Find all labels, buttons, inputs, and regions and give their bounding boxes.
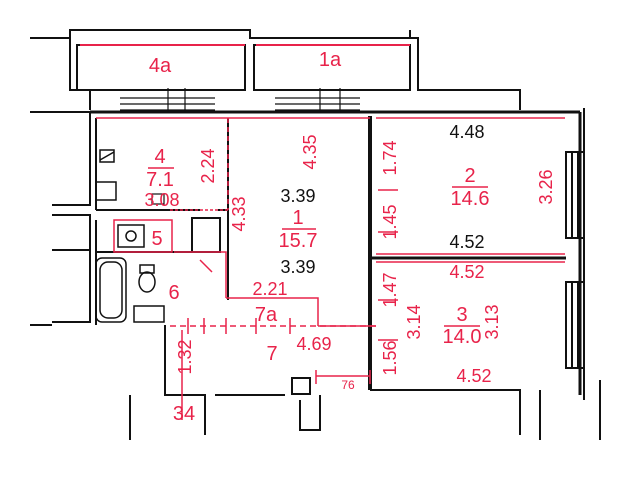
- dim-room2-height-upper: 1.74: [380, 140, 400, 175]
- dim-door-width: 76: [341, 378, 355, 392]
- room-number-3: 3: [456, 304, 467, 326]
- dim-room2-width-top: 4.48: [449, 122, 484, 142]
- dim-room4-height: 2.24: [198, 148, 218, 183]
- dimension-lines: [80, 44, 565, 420]
- dim-room2-height-right: 3.26: [536, 169, 556, 204]
- dim-room1-height-left: 4.33: [229, 196, 249, 231]
- room-area-2: 14.6: [451, 188, 490, 210]
- bathtub: [95, 257, 127, 323]
- dim-room3-width-top: 4.52: [449, 262, 484, 282]
- toilet: [138, 264, 156, 293]
- dim-room7-width: 4.69: [296, 334, 331, 354]
- dim-room4-width: 3.08: [144, 190, 179, 210]
- room-number-6: 6: [168, 282, 179, 304]
- stove: [95, 149, 117, 201]
- room-area-1: 15.7: [279, 230, 318, 252]
- dim-room1-width-bottom: 3.39: [280, 257, 315, 277]
- dim-room1-width-top: 3.39: [280, 186, 315, 206]
- washbasin: [117, 224, 145, 248]
- room-number-7a: 7a: [255, 304, 278, 326]
- room-number-5: 5: [151, 228, 162, 250]
- dim-room7-height: 1.32: [175, 339, 195, 374]
- sink: [133, 305, 165, 323]
- room-number-4: 4: [154, 146, 165, 168]
- room-number-7: 7: [266, 343, 277, 365]
- room-area-3: 14.0: [443, 326, 482, 348]
- dim-room2-width-bottom: 4.52: [449, 232, 484, 252]
- dim-room3-width-bottom: 4.52: [456, 366, 491, 386]
- dim-room3-height-left: 3.14: [404, 304, 424, 339]
- room-number-34: 34: [173, 403, 195, 425]
- dim-room3-height-right: 3.13: [482, 304, 502, 339]
- room-area-4: 7.1: [146, 169, 174, 191]
- dim-room1-height-top: 4.35: [300, 134, 320, 169]
- room-number-1a: 1a: [319, 49, 342, 71]
- stair-hatch-right: [275, 88, 360, 112]
- room-number-2: 2: [464, 165, 475, 187]
- dim-room7a-width: 2.21: [252, 279, 287, 299]
- room-number-1: 1: [292, 207, 303, 229]
- dim-room3-height-lower: 1.56: [380, 340, 400, 375]
- room-labels: 4a 1a 4 7.1 3.08 2.24 4.35 4.33 3.39 1 1…: [144, 49, 556, 425]
- stair-hatch-left: [120, 88, 215, 112]
- dim-room3-height-upper: 1.47: [380, 272, 400, 307]
- dim-room2-height-lower: 1.45: [380, 204, 400, 239]
- room-number-4a: 4a: [149, 55, 172, 77]
- kitchen-sink: [151, 193, 165, 205]
